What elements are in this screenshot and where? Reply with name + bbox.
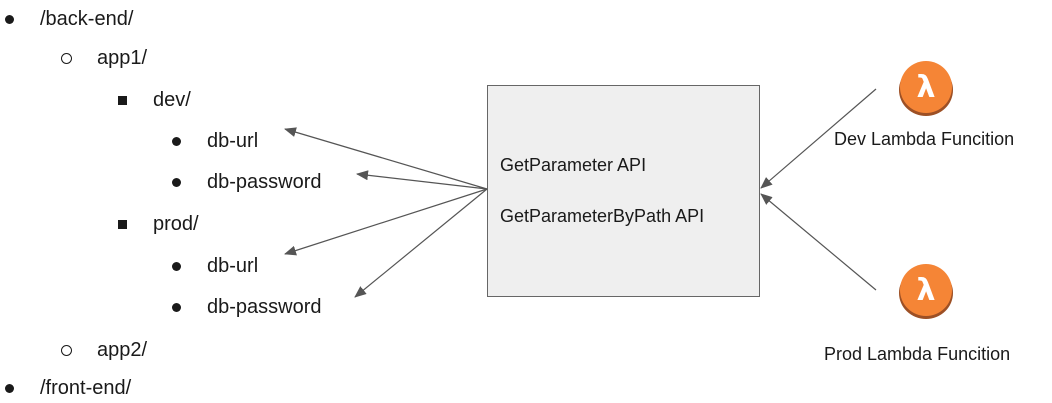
tree-item-label: app2/ <box>97 338 148 361</box>
arrow-from-prod-lambda <box>760 193 877 291</box>
prod-lambda-label: Prod Lambda Funcition <box>824 344 1011 364</box>
tree-item-label: /back-end/ <box>40 7 134 30</box>
tree-item-app1: app1/ <box>57 44 147 72</box>
dev-lambda-label: Dev Lambda Funcition <box>834 129 1015 149</box>
tree-item-label: db-password <box>207 295 322 318</box>
tree-item-prod: prod/ <box>113 210 199 238</box>
svg-text:λ: λ <box>917 273 936 308</box>
tree-item-dev: dev/ <box>113 86 191 114</box>
bullet-disc-icon <box>0 14 18 24</box>
tree-item-dev-db-url: db-url <box>167 127 258 155</box>
ssm-api-box: GetParameter API GetParameterByPath API <box>487 85 760 297</box>
svg-text:λ: λ <box>917 70 936 105</box>
bullet-disc-icon <box>167 136 185 146</box>
tree-item-prod-db-password: db-password <box>167 293 322 321</box>
bullet-disc-icon <box>167 177 185 187</box>
tree-item-dev-db-password: db-password <box>167 168 322 196</box>
arrow-to-prod-db-url <box>284 188 488 256</box>
tree-item-label: dev/ <box>153 88 191 111</box>
bullet-disc-icon <box>167 261 185 271</box>
dev-lambda-icon: λ <box>897 59 955 117</box>
tree-item-label: db-password <box>207 170 322 193</box>
get-parameter-api-label: GetParameter API <box>500 155 647 175</box>
tree-item-label: prod/ <box>153 212 199 235</box>
arrow-to-dev-db-password <box>356 170 488 190</box>
get-parameter-by-path-api-label: GetParameterByPath API <box>500 206 705 226</box>
tree-item-label: db-url <box>207 129 259 152</box>
bullet-disc-icon <box>167 302 185 312</box>
bullet-circle-icon <box>57 344 75 356</box>
prod-lambda-icon: λ <box>897 262 955 320</box>
tree-item-back-end: /back-end/ <box>0 5 133 33</box>
tree-item-label: db-url <box>207 254 259 277</box>
bullet-square-icon <box>113 219 131 229</box>
bullet-circle-icon <box>57 52 75 64</box>
tree-item-label: app1/ <box>97 46 148 69</box>
bullet-disc-icon <box>0 383 18 393</box>
arrow-to-prod-db-password <box>354 188 488 298</box>
tree-item-front-end: /front-end/ <box>0 374 131 402</box>
tree-item-prod-db-url: db-url <box>167 252 258 280</box>
tree-item-app2: app2/ <box>57 336 147 364</box>
bullet-square-icon <box>113 95 131 105</box>
tree-item-label: /front-end/ <box>40 376 132 399</box>
